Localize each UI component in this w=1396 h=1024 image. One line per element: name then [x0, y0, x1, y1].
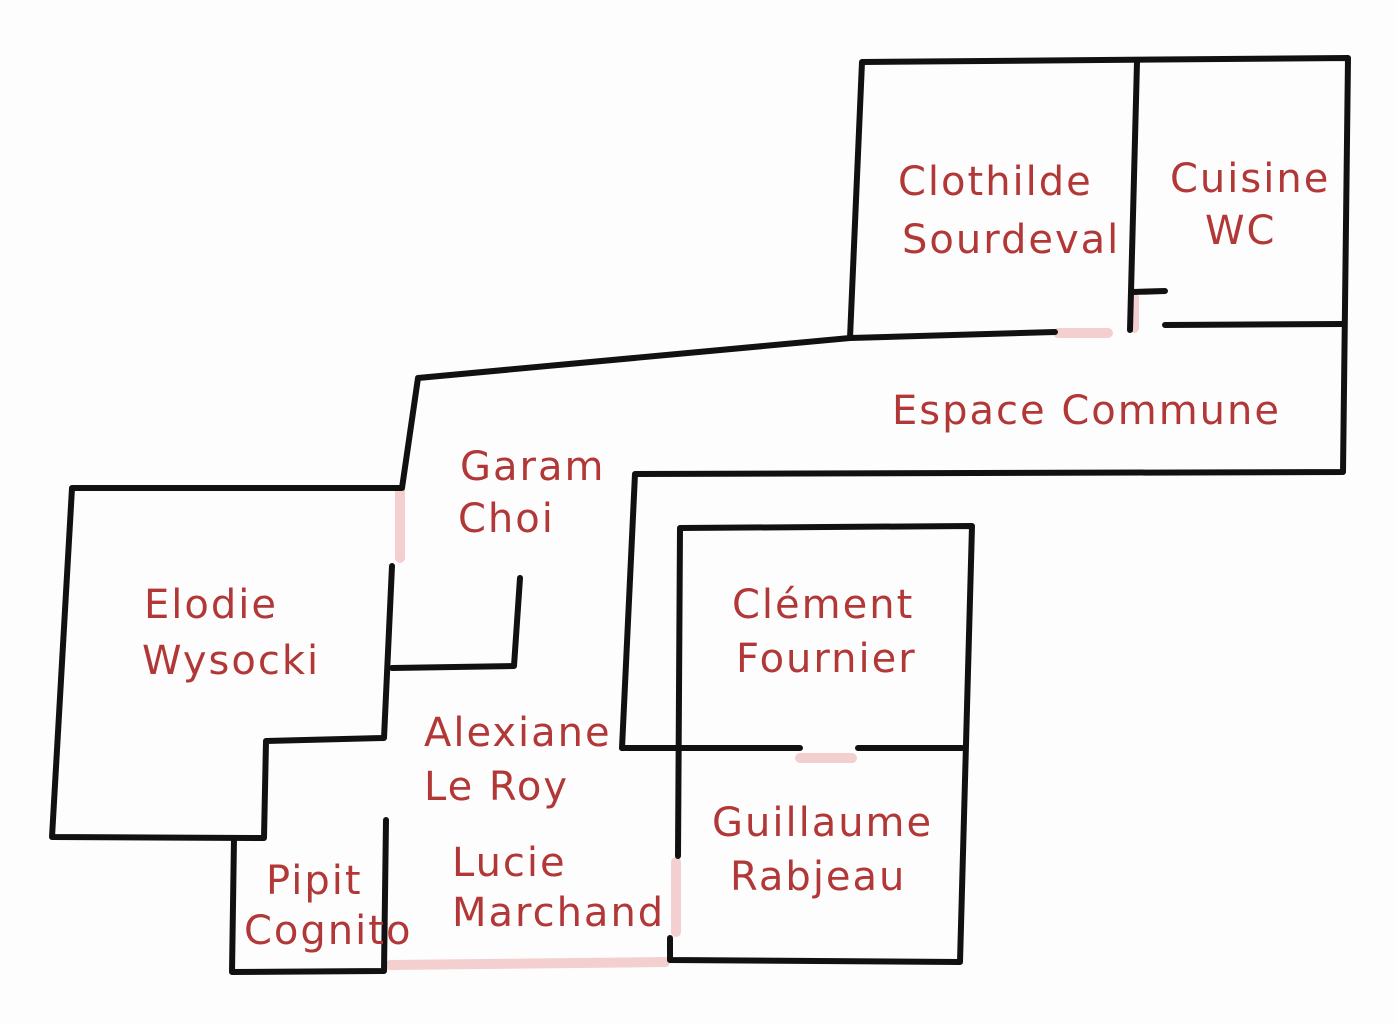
wall-cuisine-divider	[1127, 59, 1140, 333]
wall-cuisine-wc	[1130, 288, 1168, 295]
walls	[49, 55, 1351, 975]
label-clothilde-line-1: Clothilde	[898, 159, 1093, 205]
door-bottom	[385, 957, 670, 970]
label-cuisine-line-2: WC	[1205, 208, 1276, 254]
wall-garam-stub	[389, 575, 523, 671]
label-espace-line-1: Espace Commune	[892, 388, 1281, 434]
label-pipit-line-1: Pipit	[266, 858, 363, 904]
label-clothilde-line-2: Sourdeval	[902, 217, 1120, 263]
label-elodie-line-1: Elodie	[144, 582, 278, 628]
label-alexiane-line-2: Le Roy	[424, 764, 569, 810]
label-alexiane: Alexiane Le Roy	[424, 710, 626, 810]
wall-pipit	[229, 817, 389, 975]
label-cuisine-line-1: Cuisine	[1170, 156, 1330, 202]
label-cuisine: Cuisine WC	[1170, 156, 1345, 254]
room-labels: Clothilde Sourdeval Cuisine WC Espace Co…	[142, 156, 1345, 954]
label-guillaume: Guillaume Rabjeau	[712, 800, 948, 900]
label-lucie-line-2: Marchand	[452, 890, 665, 936]
label-clothilde: Clothilde Sourdeval	[898, 159, 1120, 263]
label-garam-line-2: Choi	[458, 496, 555, 542]
label-elodie: Elodie Wysocki	[142, 582, 320, 684]
wall-espace-top	[49, 329, 1058, 841]
label-clement-line-2: Fournier	[736, 636, 917, 682]
label-guillaume-line-2: Rabjeau	[730, 854, 906, 900]
label-espace: Espace Commune	[892, 388, 1281, 434]
label-lucie: Lucie Marchand	[452, 840, 665, 936]
wall-cuisine-bottom	[1162, 321, 1346, 328]
label-lucie-line-1: Lucie	[452, 840, 567, 886]
label-guillaume-line-1: Guillaume	[712, 800, 933, 846]
label-garam-line-1: Garam	[460, 444, 605, 490]
label-pipit-line-2: Cognito	[244, 908, 412, 954]
label-clement-line-1: Clément	[732, 582, 914, 628]
door-openings	[385, 293, 1139, 970]
label-elodie-line-2: Wysocki	[142, 638, 320, 684]
label-clement: Clément Fournier	[732, 582, 929, 682]
label-garam: Garam Choi	[458, 444, 620, 542]
label-pipit: Pipit Cognito	[244, 858, 412, 954]
wall-clement-block	[667, 523, 975, 965]
label-alexiane-line-1: Alexiane	[424, 710, 612, 756]
